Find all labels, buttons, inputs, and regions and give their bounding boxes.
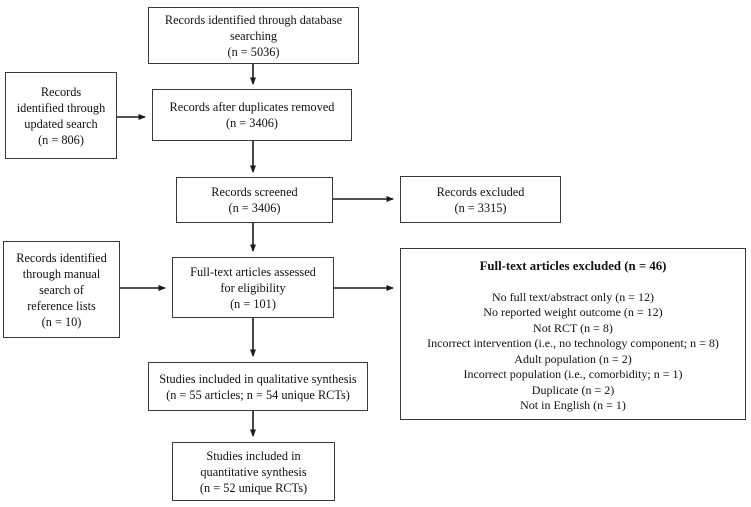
box-records-updated-search: Records identified through updated searc… [5, 72, 117, 159]
exclusion-reason: Not RCT (n = 8) [533, 320, 613, 335]
box-records-screened: Records screened (n = 3406) [176, 177, 333, 223]
box-line: Records excluded [436, 184, 525, 199]
box-line: Studies included in qualitative synthesi… [159, 371, 357, 386]
exclusion-reason: Incorrect intervention (i.e., no technol… [427, 336, 719, 350]
box-line: Records identified [16, 250, 107, 265]
box-line: search of [39, 282, 84, 297]
box-line: through manual [22, 266, 101, 281]
box-line: updated search [24, 116, 98, 131]
exclusion-reason: Not in English (n = 1) [520, 398, 626, 412]
box-records-identified-database: Records identified through database sear… [148, 7, 359, 64]
box-line: (n = 10) [41, 314, 82, 329]
box-records-manual-search: Records identified through manual search… [3, 241, 120, 338]
box-line: (n = 806) [38, 132, 84, 147]
fulltext-excluded-title: Full-text articles excluded (n = 46) [479, 259, 667, 273]
box-qualitative-synthesis: Studies included in qualitative synthesi… [148, 362, 368, 411]
exclusion-reason: Duplicate (n = 2) [531, 382, 615, 397]
box-line: Records identified through database [164, 12, 343, 27]
box-line: Full-text articles assessed [190, 264, 316, 279]
box-line: Studies included in [206, 448, 301, 463]
box-line: Records [40, 84, 82, 99]
box-line: (n = 52 unique RCTs) [199, 480, 308, 495]
box-line: identified through [16, 100, 106, 115]
box-records-after-duplicates-removed: Records after duplicates removed (n = 34… [152, 89, 352, 141]
exclusion-reason: No full text/abstract only (n = 12) [491, 289, 655, 304]
box-line: (n = 5036) [227, 44, 280, 59]
box-line: (n = 3406) [225, 116, 278, 130]
box-records-excluded: Records excluded (n = 3315) [400, 176, 561, 223]
box-fulltext-articles-assessed: Full-text articles assessed for eligibil… [172, 257, 334, 318]
box-line: (n = 55 articles; n = 54 unique RCTs) [166, 387, 350, 402]
box-line: (n = 3406) [228, 201, 281, 215]
box-line: searching [229, 28, 278, 43]
box-fulltext-articles-excluded: Full-text articles excluded (n = 46) No … [400, 248, 746, 420]
box-quantitative-synthesis: Studies included in quantitative synthes… [172, 442, 335, 501]
exclusion-reason: Incorrect population (i.e., comorbidity;… [463, 367, 683, 381]
box-line: quantitative synthesis [200, 464, 307, 479]
exclusion-reason: Adult population (n = 2) [514, 351, 632, 366]
box-line: (n = 3315) [454, 200, 507, 215]
exclusion-reason: No reported weight outcome (n = 12) [483, 305, 663, 319]
box-line: Records screened [211, 185, 298, 199]
box-line: (n = 101) [230, 296, 276, 311]
box-line: Records after duplicates removed [169, 100, 335, 114]
box-line: for eligibility [220, 280, 286, 295]
box-line: reference lists [27, 298, 96, 313]
